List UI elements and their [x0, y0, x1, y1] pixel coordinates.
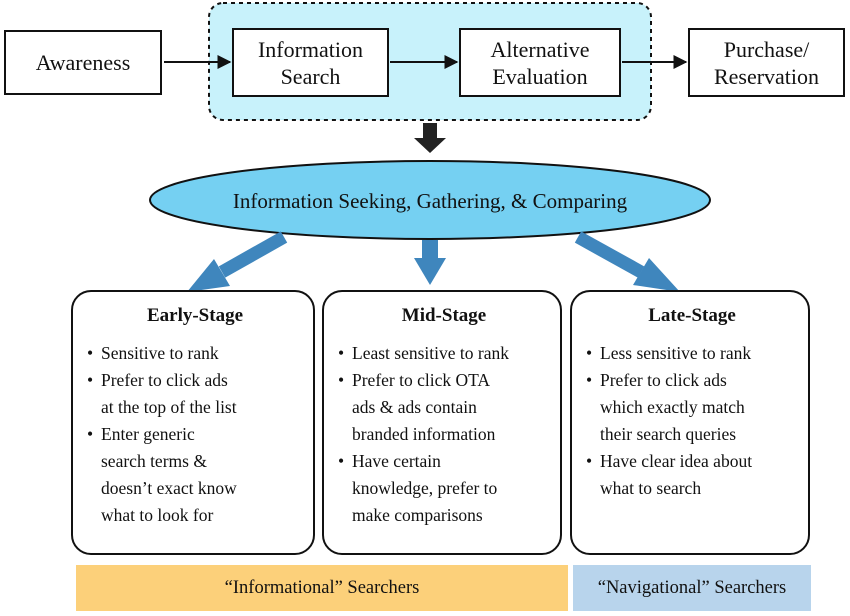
bullet-icon: •: [87, 424, 94, 444]
stage-bullet: • Sensitive to rank: [87, 340, 303, 367]
stage-title: Early-Stage: [146, 305, 244, 326]
information-search-label: Information Search: [257, 36, 364, 89]
bullet-icon: •: [87, 343, 94, 363]
bullet-icon: •: [338, 451, 345, 471]
mid-stage-box: Mid-Stage • Least sensitive to rank • Pr…: [322, 290, 562, 555]
awareness-box: Awareness: [4, 30, 162, 95]
bullet-icon: •: [338, 370, 345, 390]
bullet-icon: •: [586, 343, 593, 363]
stage-bullet: • Enter generic search terms & doesn’t e…: [87, 421, 303, 529]
stage-bullet: • Least sensitive to rank: [338, 340, 550, 367]
alternative-evaluation-label: Alternative Evaluation: [490, 36, 590, 89]
awareness-label: Awareness: [35, 50, 131, 75]
stage-bullet: • Have certain knowledge, prefer to make…: [338, 448, 550, 529]
blue-arrow-left: [187, 231, 288, 292]
informational-searchers-label: “Informational” Searchers: [224, 577, 420, 598]
stage-bullet: • Prefer to click ads at the top of the …: [87, 367, 303, 421]
navigational-searchers-label: “Navigational” Searchers: [597, 577, 787, 598]
blue-arrow-right: [574, 231, 680, 292]
information-seeking-ellipse: [149, 160, 711, 240]
bullet-icon: •: [87, 370, 94, 390]
informational-searchers-band: “Informational” Searchers: [76, 565, 568, 611]
information-search-box: Information Search: [232, 28, 389, 97]
purchase-reservation-label: Purchase/ Reservation: [713, 36, 820, 89]
late-stage-box: Late-Stage • Less sensitive to rank • Pr…: [570, 290, 810, 555]
purchase-reservation-box: Purchase/ Reservation: [688, 28, 845, 97]
early-stage-box: Early-Stage • Sensitive to rank • Prefer…: [71, 290, 315, 555]
bullet-icon: •: [586, 451, 593, 471]
alternative-evaluation-box: Alternative Evaluation: [459, 28, 621, 97]
stage-bullet: • Less sensitive to rank: [586, 340, 798, 367]
bullet-icon: •: [586, 370, 593, 390]
stage-bullet: • Have clear idea about what to search: [586, 448, 798, 502]
stage-title: Mid-Stage: [401, 305, 487, 326]
ellipse-label: Information Seeking, Gathering, & Compar…: [232, 188, 628, 213]
stage-bullet: • Prefer to click ads which exactly matc…: [586, 367, 798, 448]
navigational-searchers-band: “Navigational” Searchers: [573, 565, 811, 611]
stage-bullet: • Prefer to click OTA ads & ads contain …: [338, 367, 550, 448]
blue-arrow-center: [414, 240, 446, 285]
stage-title: Late-Stage: [648, 305, 736, 326]
down-arrow-to-ellipse: [414, 123, 446, 153]
bullet-icon: •: [338, 343, 345, 363]
